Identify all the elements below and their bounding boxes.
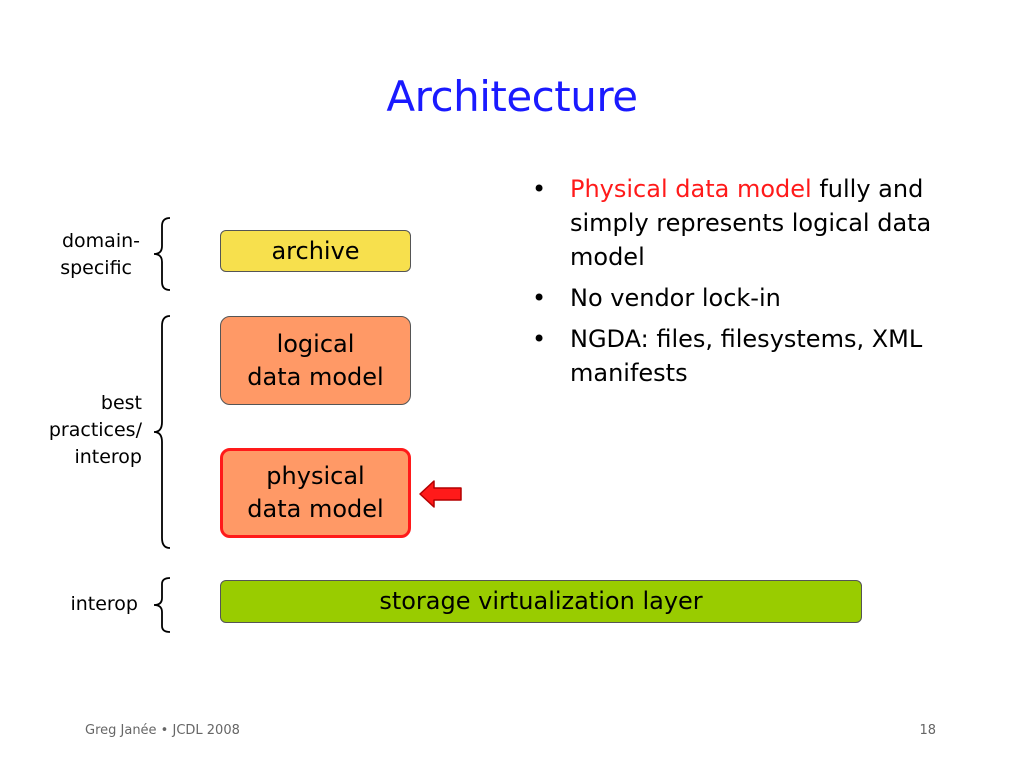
storage-virtualization-layer-box: storage virtualization layer (220, 580, 862, 623)
footer-author: Greg Janée • JCDL 2008 (85, 723, 240, 738)
group-label-interop: interop (70, 593, 138, 615)
bullet-item: • No vendor lock-in (532, 281, 952, 315)
bullet-dot: • (532, 284, 547, 312)
bullet-list: • Physical data model fully and simply r… (532, 172, 952, 397)
brace-best-practices (153, 315, 171, 549)
archive-box: archive (220, 230, 411, 272)
logical-data-model-box: logical data model (220, 316, 411, 405)
brace-domain-specific (153, 217, 171, 291)
bullet-dot: • (532, 175, 547, 203)
brace-interop (153, 577, 171, 633)
group-label-domain-specific: domain- specific (60, 230, 140, 279)
group-label-best-practices: best practices/ interop (48, 392, 142, 468)
bullet-item: • Physical data model fully and simply r… (532, 172, 952, 274)
page-number: 18 (919, 723, 936, 738)
bullet-dot: • (532, 325, 547, 353)
slide-title: Architecture (386, 72, 638, 121)
physical-data-model-box: physical data model (220, 448, 411, 538)
bullet-item: • NGDA: files, filesystems, XML manifest… (532, 322, 952, 390)
left-arrow-icon (419, 480, 462, 508)
highlighted-term: Physical data model (570, 175, 812, 203)
